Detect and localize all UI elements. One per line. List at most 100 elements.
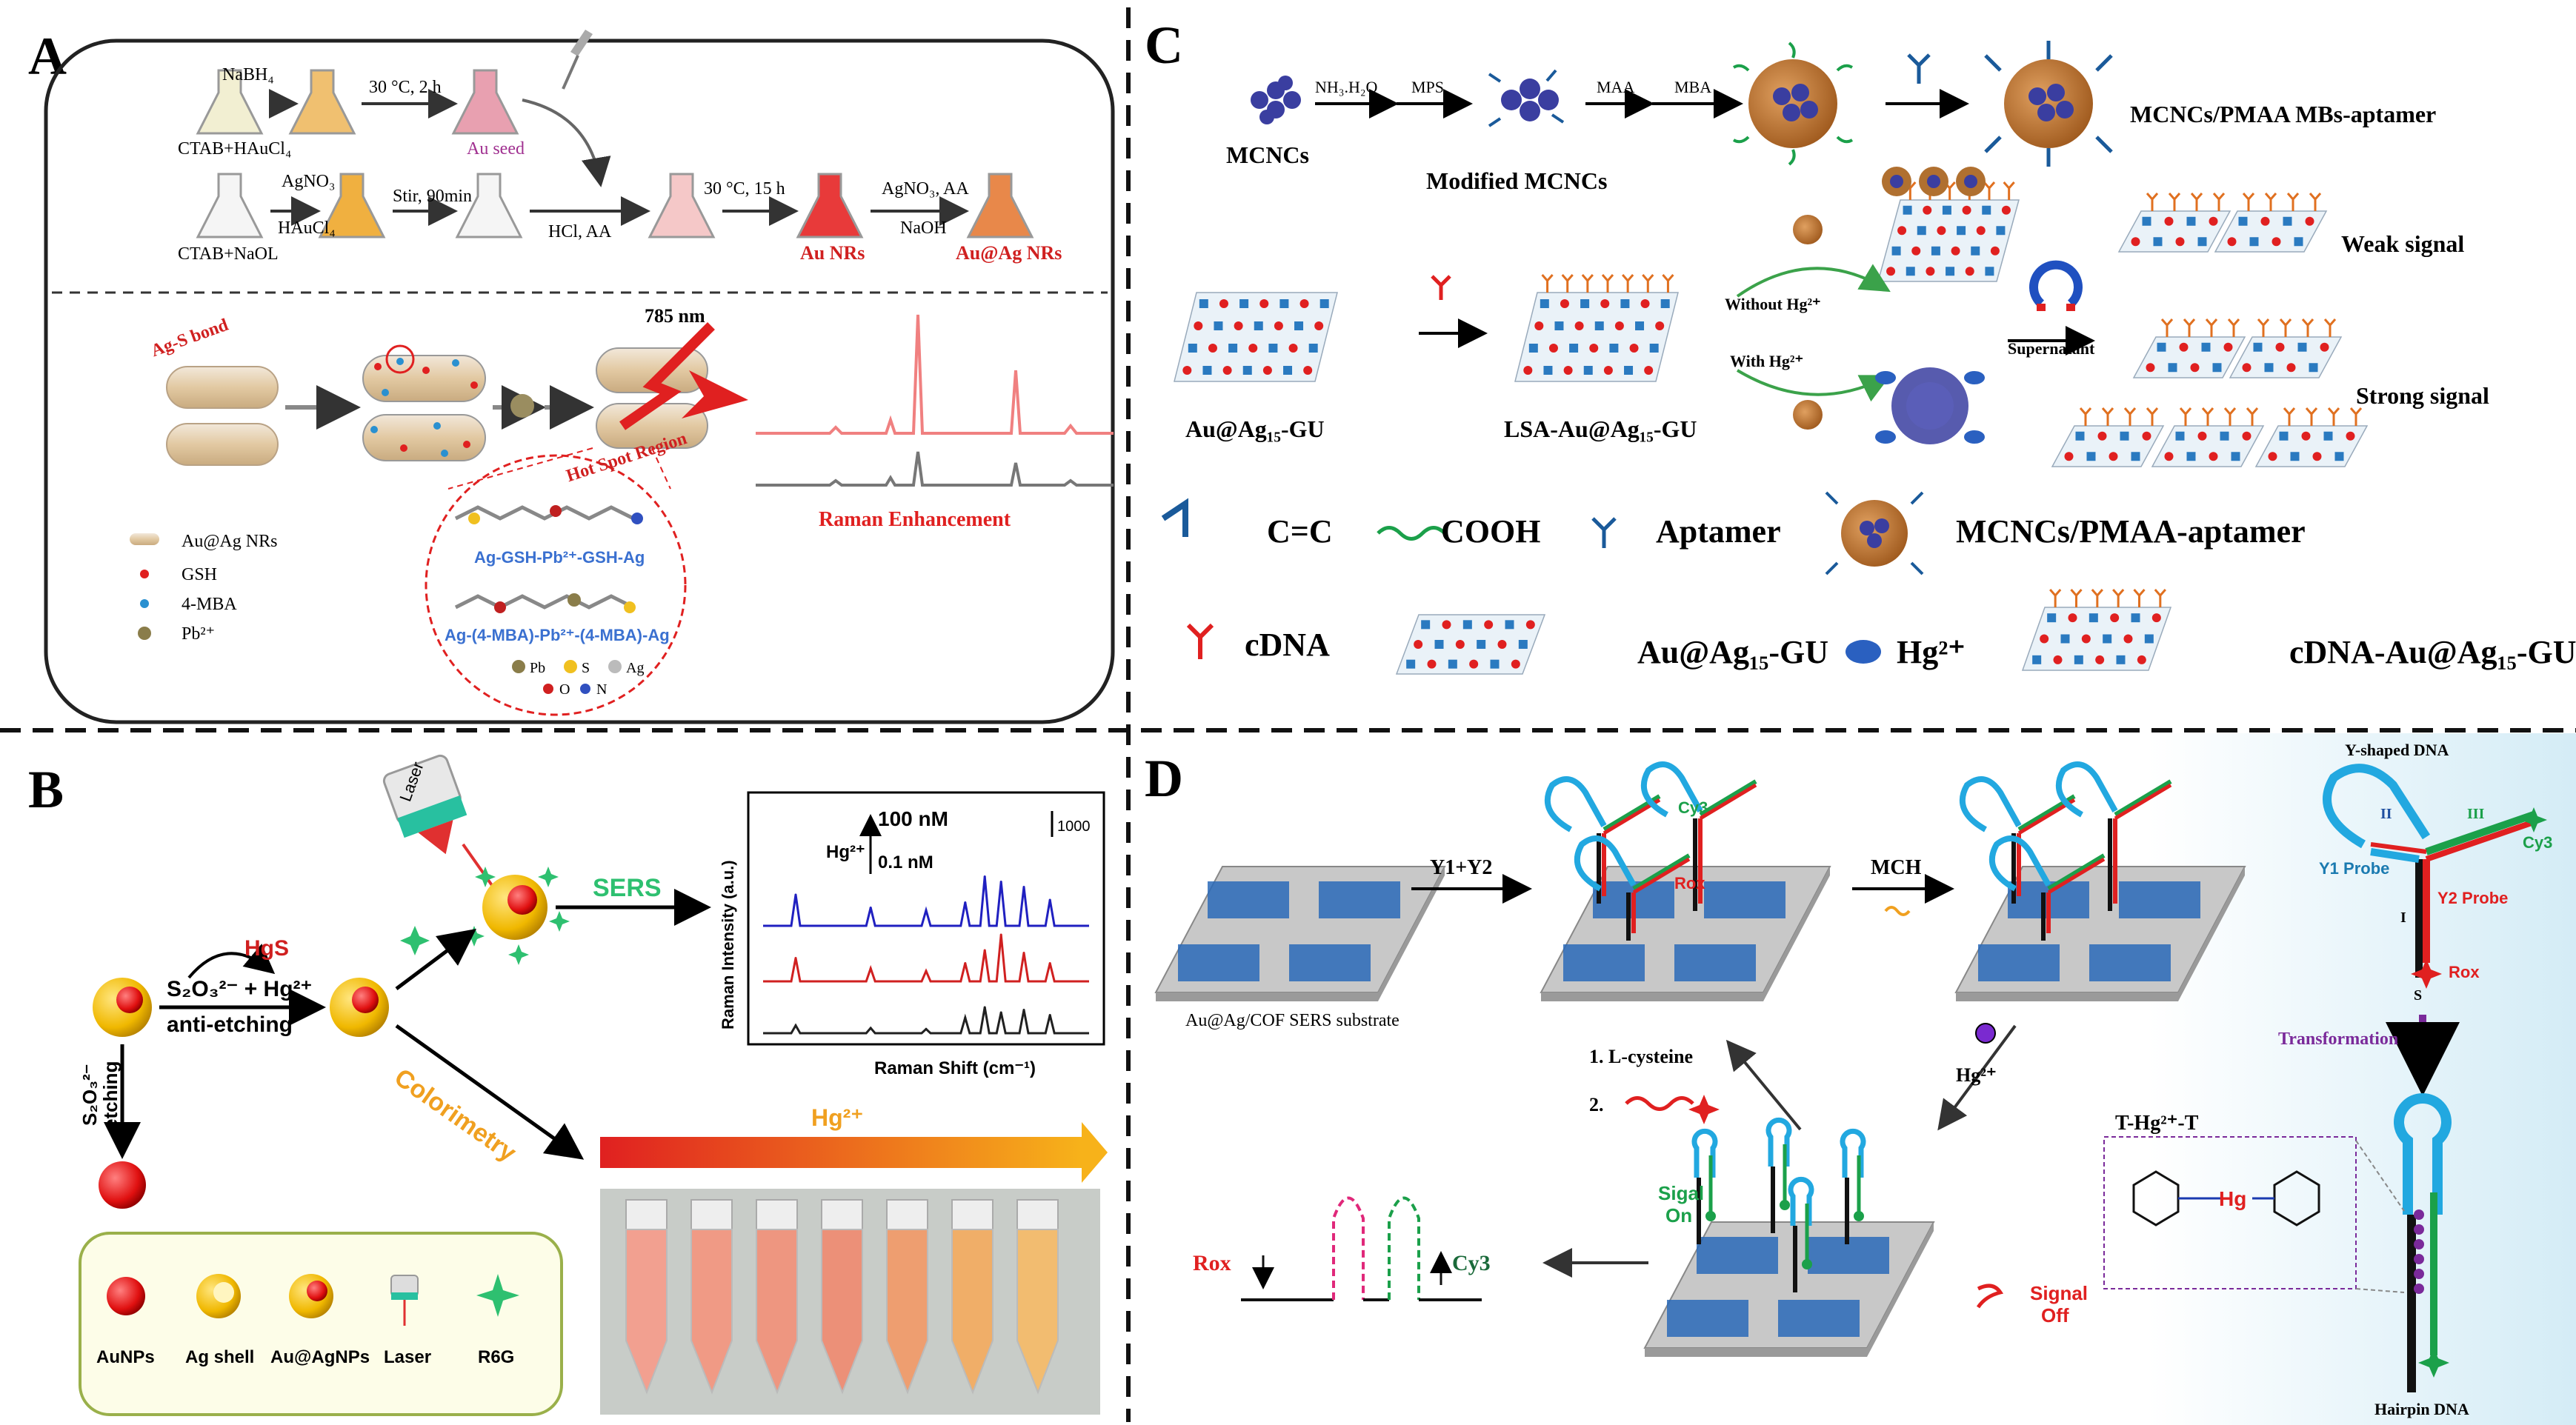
c-mb-2	[2004, 59, 2093, 148]
c-au-ag-gu: Au@Ag₁₅-GU	[1185, 416, 1325, 442]
a-legend-pb: Pb²⁺	[182, 624, 215, 644]
c-legend-hg: Hg²⁺	[1897, 634, 1966, 670]
panel-b-letter: B	[28, 760, 64, 819]
d-cy3-label: Cy3	[1678, 798, 1708, 817]
d-cy3-up: Cy3	[1452, 1251, 1491, 1275]
a-nabh4: NaBH₄	[222, 65, 274, 84]
c-legend-cdna: cDNA	[1245, 627, 1330, 663]
c-modified: Modified MCNCs	[1426, 167, 1607, 194]
d-t-hg-t: T-Hg²⁺-T	[2115, 1112, 2199, 1135]
b-spectrum-peak	[999, 1011, 1002, 1014]
d-hairpin: Hairpin DNA	[2374, 1400, 2469, 1418]
a-structure2: Ag-(4-MBA)-Pb²⁺-(4-MBA)-Ag	[445, 626, 670, 644]
b-chart-xlabel: Raman Shift (cm⁻¹)	[874, 1058, 1036, 1078]
laser-device	[382, 754, 467, 855]
pb-ion	[510, 394, 534, 418]
panel-d: D Au@Ag/COF SERS substrate Y1+Y2 MCH Cy3…	[1145, 733, 2576, 1425]
raman-spectrum-enhanced	[756, 314, 1114, 435]
d-y-probe	[2055, 761, 2172, 911]
c-gu-sheet	[2051, 407, 2165, 467]
b-reaction: S₂O₃²⁻ + Hg²⁺	[167, 977, 312, 1001]
b-tube	[951, 1199, 994, 1395]
c-mps: MPS	[1411, 78, 1444, 96]
b-tube	[756, 1199, 798, 1395]
b-spectrum-peak	[1048, 898, 1051, 901]
c-mba: MBA	[1674, 78, 1711, 96]
c-gu-sheet	[2117, 193, 2231, 253]
c-legend-cooh: COOH	[1441, 513, 1540, 550]
panel-c: C MCNCs NH₃.H₂O MPS Modified MCNCs MAA M…	[1145, 16, 2576, 675]
d-roman-ii: II	[2380, 806, 2392, 822]
a-start1: CTAB+HAuCl₄	[178, 139, 291, 158]
b-chart-series	[763, 875, 1089, 1035]
a-legend-rod: Au@Ag NRs	[182, 532, 277, 551]
a-au-seed: Au seed	[467, 139, 525, 158]
atom-pb: Pb	[530, 660, 545, 676]
c-gu-sheet	[1395, 614, 1546, 675]
a-ag-s-bond: Ag-S bond	[149, 315, 232, 361]
c-legend-aptamer: Aptamer	[1656, 513, 1781, 550]
c-weak: Weak signal	[2341, 230, 2464, 257]
b-spectrum-peak	[999, 933, 1002, 936]
b-hg-gradient-bar	[600, 1137, 1082, 1168]
c-sheets	[1174, 167, 2369, 675]
a-step1: 30 °C, 2 h	[369, 78, 442, 97]
c-legend-cdna-au: cDNA-Au@Ag₁₅-GU	[2289, 634, 2576, 670]
a-au-nrs: Au NRs	[800, 242, 865, 264]
raman-spectrum-base	[756, 451, 1114, 487]
c-maa: MAA	[1597, 78, 1634, 96]
b-sers: SERS	[593, 874, 662, 902]
molecule-sketch	[454, 505, 643, 613]
panel-a: A NaBH₄ 30 °C, 2 h CTAB+HAuCl₄ Au seed	[28, 27, 1115, 724]
a-naoh: NaOH	[900, 218, 947, 238]
d-transformation: Transformation	[2278, 1029, 2398, 1049]
d-y-shaped: Y-shaped DNA	[2345, 741, 2449, 759]
b-colorimetry: Colorimetry	[389, 1063, 521, 1167]
b-spectrum-peak	[869, 907, 872, 909]
d-substrate-label: Au@Ag/COF SERS substrate	[1185, 1011, 1400, 1030]
c-mcncs: MCNCs	[1226, 141, 1309, 168]
d-cy3: Cy3	[2523, 833, 2552, 852]
panel-c-letter: C	[1145, 16, 1183, 75]
b-spectrum-peak	[869, 967, 872, 970]
c-gu-sheet	[1514, 274, 1679, 382]
b-spectrum-series-0	[763, 876, 1089, 927]
b-spectrum-peak	[1022, 886, 1025, 888]
b-chart-annot-01: 0.1 nM	[878, 852, 933, 872]
d-rox-down: Rox	[1193, 1251, 1231, 1275]
d-hairpin-probe	[1840, 1128, 1866, 1244]
c-legend-mcncs-pmaa: MCNCs/PMAA-aptamer	[1956, 513, 2306, 550]
rod-dots	[370, 358, 478, 457]
modified-mcncs	[1488, 69, 1565, 127]
c-gu-sheet	[2214, 193, 2328, 253]
b-tubes	[625, 1199, 1059, 1395]
d-roman-iii: III	[2467, 806, 2485, 822]
a-agno3: AgNO₃	[282, 172, 335, 191]
atom-s: S	[582, 660, 590, 676]
b-spectrum-peak	[983, 1006, 986, 1009]
d-s: S	[2414, 987, 2422, 1004]
d-y1-probe: Y1 Probe	[2319, 859, 2389, 878]
d-y-probe	[1640, 761, 1757, 911]
nanorod-1	[166, 366, 279, 409]
d-y-probe	[1988, 835, 2106, 941]
d-y1y2: Y1+Y2	[1430, 856, 1492, 879]
d-substrate-plate	[1154, 866, 1446, 1001]
d-step2: 2.	[1589, 1094, 1604, 1115]
b-spectrum-peak	[964, 1016, 967, 1019]
thymine-pair	[2132, 1170, 2320, 1227]
c-without: Without Hg²⁺	[1725, 295, 1821, 313]
c-legend-au-ag-gu: Au@Ag₁₅-GU	[1637, 634, 1828, 670]
c-gu-sheet	[2132, 318, 2246, 378]
b-spectrum-peak	[794, 957, 797, 959]
hairpin-dna	[2394, 1093, 2452, 1392]
a-legend-4mba: 4-MBA	[182, 595, 237, 614]
b-legend-laser: Laser	[384, 1347, 431, 1367]
a-laser-nm: 785 nm	[645, 305, 705, 327]
c-gu-sheet	[1174, 292, 1338, 382]
mcncs-cluster	[1251, 76, 1301, 124]
a-stir: Stir, 90min	[393, 187, 472, 206]
b-spectrum-peak	[794, 893, 797, 896]
d-right-background	[2149, 733, 2576, 1425]
atom-o: O	[559, 681, 570, 698]
